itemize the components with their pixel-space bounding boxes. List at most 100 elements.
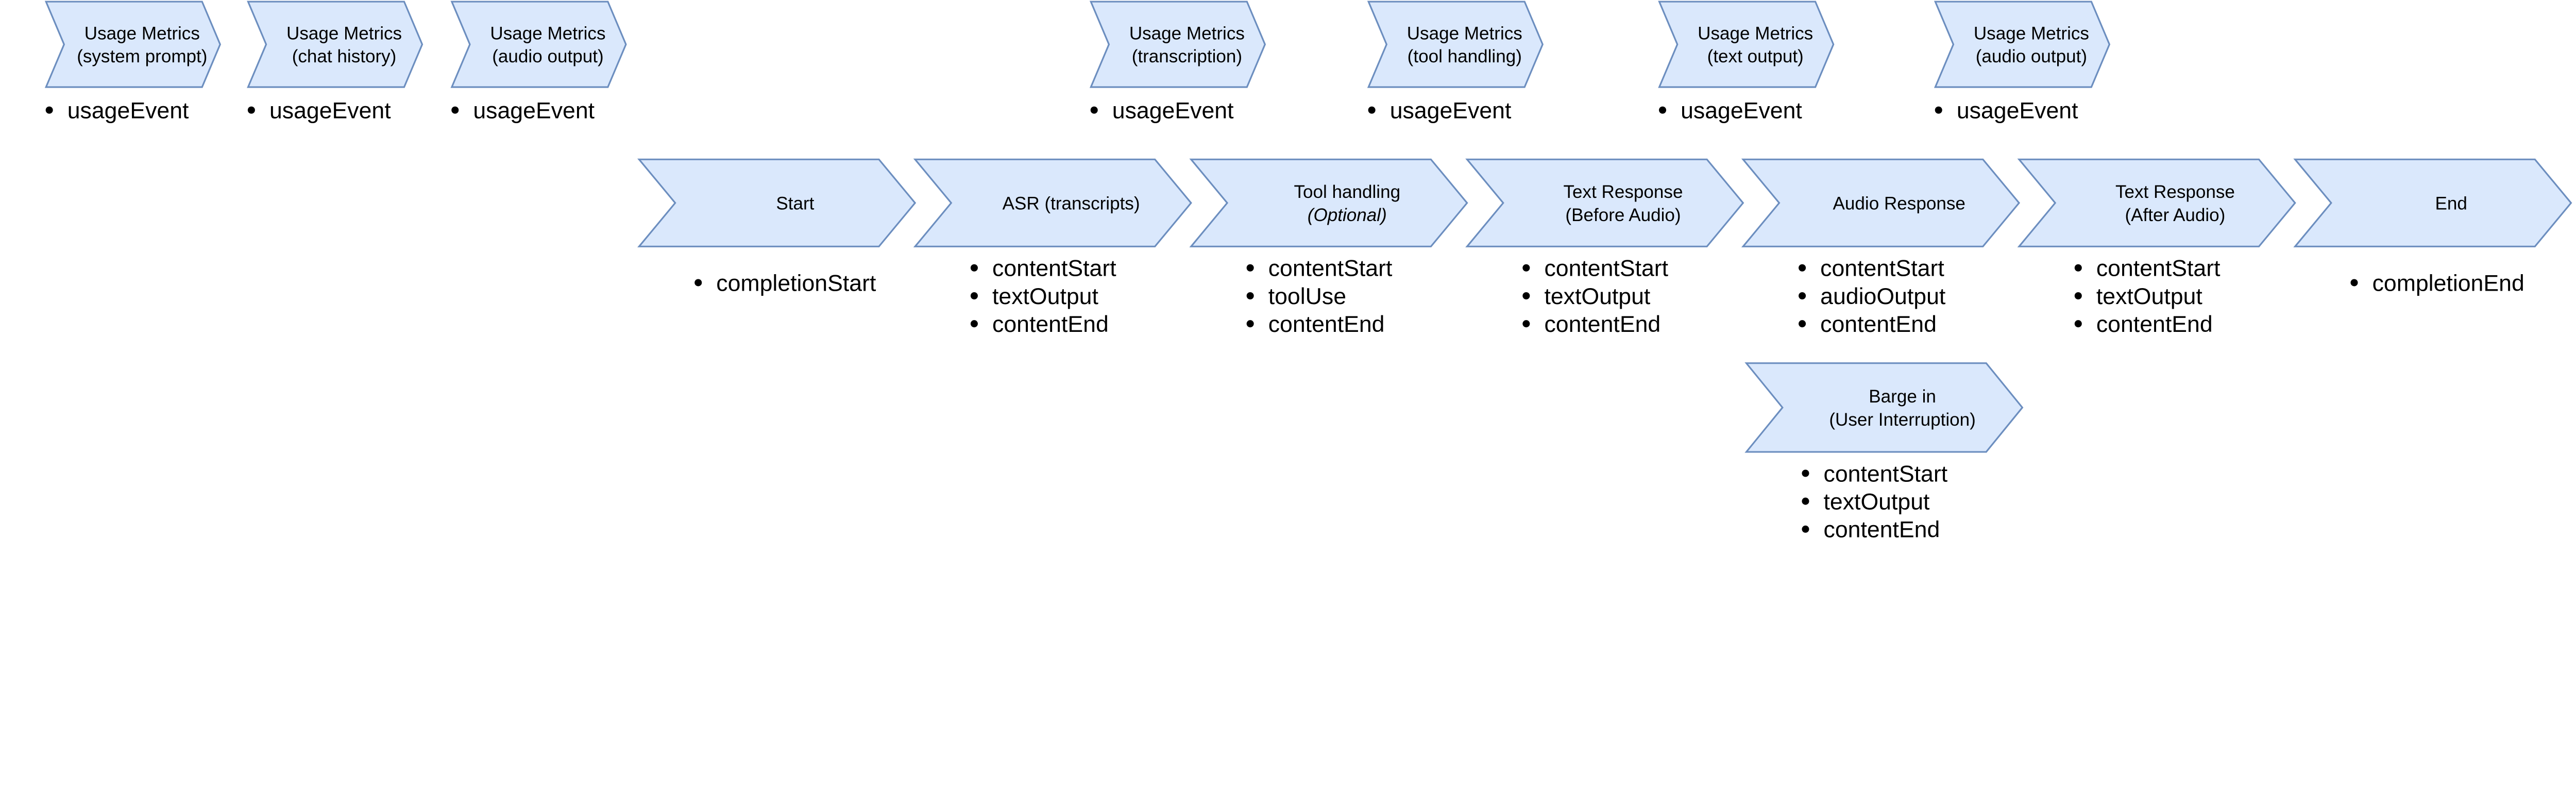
usage-metrics-step: Usage Metrics(transcription)usageEvent <box>1089 1 1266 124</box>
event-item: usageEvent <box>1390 98 1512 124</box>
event-list: usageEvent <box>45 98 189 124</box>
event-item: usageEvent <box>269 98 391 124</box>
event-item: usageEvent <box>1957 98 2078 124</box>
shape-label: (system prompt) <box>77 46 207 66</box>
chevron-shape <box>450 1 627 88</box>
event-item: contentEnd <box>1268 312 1385 337</box>
bullet-icon <box>2074 320 2082 328</box>
usage-metrics-step: Usage Metrics(text output) usageEvent <box>1658 1 1835 124</box>
bullet-icon <box>2350 279 2358 287</box>
event-item: contentEnd <box>992 312 1109 337</box>
event-list: contentStart textOutput contentEnd <box>970 256 1116 337</box>
chevron-shape <box>637 158 917 247</box>
shape-label: Text Response <box>2115 182 2235 202</box>
chevron-shape <box>1741 158 2021 247</box>
bullet-icon <box>970 264 978 272</box>
event-item: usageEvent <box>67 98 189 124</box>
shape-label: Usage Metrics <box>1974 24 2089 44</box>
shape-label: Usage Metrics <box>490 24 605 44</box>
shape-label: (After Audio) <box>2125 205 2225 225</box>
shape-label: ASR (transcripts) <box>1003 194 1140 214</box>
shape-label: Usage Metrics <box>1129 24 1245 44</box>
chevron-shape <box>1189 158 1468 247</box>
chevron-shape <box>913 158 1192 247</box>
event-list: usageEvent <box>1090 98 1234 124</box>
flow-step: ASR (transcripts)contentStarttextOutputc… <box>913 158 1192 337</box>
chevron-shape <box>1934 1 2111 88</box>
event-item: contentStart <box>1824 461 1948 486</box>
bullet-icon <box>970 320 978 328</box>
event-item: contentStart <box>1544 256 1668 281</box>
flow-step: Text Response(Before Audio)contentStartt… <box>1465 158 1744 337</box>
shape-label: Usage Metrics <box>1407 24 1522 44</box>
shape-label: (text output) <box>1707 46 1804 66</box>
usage-metrics-step: Usage Metrics(chat history) usageEvent <box>247 1 423 124</box>
event-item: contentStart <box>1268 256 1393 281</box>
shape-label: (chat history) <box>292 46 397 66</box>
event-item: contentStart <box>992 256 1116 281</box>
bullet-icon <box>1522 292 1530 299</box>
bullet-icon <box>1522 264 1530 272</box>
bullet-icon <box>1799 264 1806 272</box>
bullet-icon <box>1935 106 1942 114</box>
bullet-icon <box>1522 320 1530 328</box>
barge-in-step: Barge in(User Interruption)contentStartt… <box>1744 362 2024 543</box>
event-item: textOutput <box>1544 284 1650 309</box>
event-item: textOutput <box>992 284 1098 309</box>
event-item: usageEvent <box>1681 98 1802 124</box>
event-list: usageEvent <box>247 98 391 124</box>
shape-label: Usage Metrics <box>286 24 402 44</box>
event-item: textOutput <box>1824 490 1930 515</box>
event-list: usageEvent <box>1659 98 1802 124</box>
event-list: usageEvent <box>1935 98 2078 124</box>
bullet-icon <box>1090 106 1098 114</box>
shape-label: Barge in <box>1869 387 1936 407</box>
shape-label: (audio output) <box>492 46 603 66</box>
event-list: contentStart toolUse contentEnd <box>1246 256 1393 337</box>
shape-label: Audio Response <box>1833 194 1965 214</box>
shape-label: Usage Metrics <box>84 24 200 44</box>
event-item: toolUse <box>1268 284 1346 309</box>
flow-step: Text Response(After Audio)contentStartte… <box>2017 158 2296 337</box>
usage-metrics-step: Usage Metrics(tool handling) usageEvent <box>1367 1 1544 124</box>
shape-label: (audio output) <box>1976 46 2087 66</box>
bullet-icon <box>2074 264 2082 272</box>
chevron-shape <box>2293 158 2572 247</box>
bullet-icon <box>451 106 459 114</box>
event-item: contentEnd <box>1544 312 1660 337</box>
event-item: textOutput <box>2096 284 2202 309</box>
event-item: contentEnd <box>1824 517 1940 543</box>
bullet-icon <box>970 292 978 299</box>
chevron-shape <box>1744 362 2024 453</box>
chevron-shape <box>2017 158 2296 247</box>
bullet-icon <box>1802 469 1809 477</box>
event-item: contentStart <box>1820 256 1944 281</box>
event-list: completionStart <box>694 271 876 296</box>
chevron-shape <box>1658 1 1835 88</box>
shape-label: End <box>2435 194 2467 214</box>
bullet-icon <box>1799 320 1806 328</box>
bullet-icon <box>1802 525 1809 533</box>
shape-label: Usage Metrics <box>1698 24 1813 44</box>
event-list: completionEnd <box>2350 271 2524 296</box>
bullet-icon <box>1799 292 1806 299</box>
event-item: usageEvent <box>1112 98 1234 124</box>
event-list: usageEvent <box>1368 98 1512 124</box>
shape-label: Tool handling <box>1294 182 1400 202</box>
bullet-icon <box>1246 320 1254 328</box>
shape-label: Start <box>776 194 814 214</box>
usage-metrics-step: Usage Metrics(system prompt) usageEvent <box>44 1 222 124</box>
flow-step: Audio ResponsecontentStartaudioOutputcon… <box>1741 158 2021 337</box>
chevron-shape <box>1465 158 1744 247</box>
bullet-icon <box>1246 292 1254 299</box>
bullet-icon <box>1368 106 1376 114</box>
chevron-shape <box>44 1 222 88</box>
shape-label: (tool handling) <box>1408 46 1522 66</box>
bullet-icon <box>1246 264 1254 272</box>
bullet-icon <box>2074 292 2082 299</box>
event-item: contentEnd <box>2096 312 2213 337</box>
bullet-icon <box>694 279 702 287</box>
event-item: contentEnd <box>1820 312 1937 337</box>
